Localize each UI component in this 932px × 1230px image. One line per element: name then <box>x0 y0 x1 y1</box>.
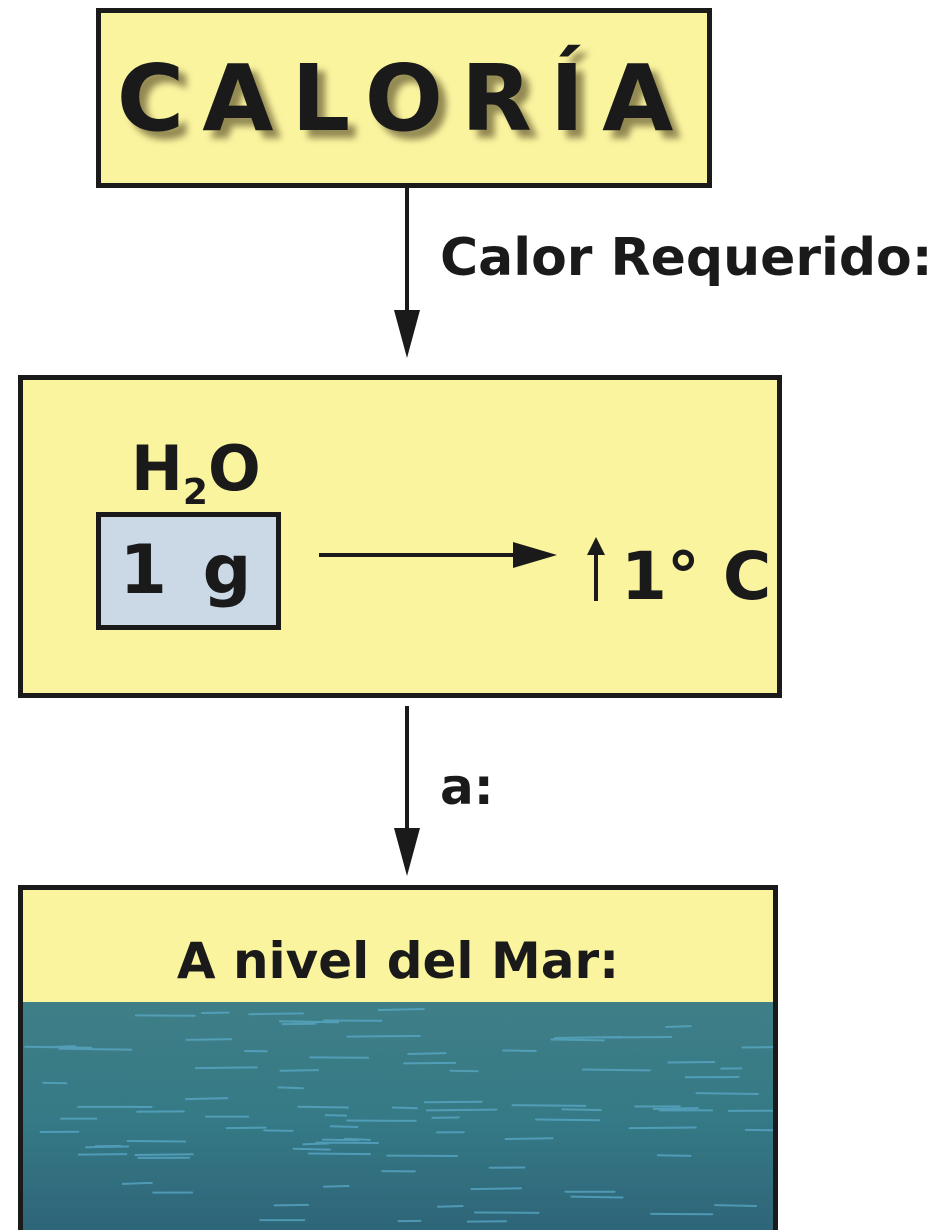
wave-streak <box>696 1093 757 1094</box>
wave-streak <box>347 1036 420 1037</box>
process-box: H2O 1 g 1° C <box>18 375 782 698</box>
heat-required-label: Calor Requerido: <box>440 232 932 284</box>
wave-streak <box>551 1039 603 1040</box>
wave-streak <box>25 1047 91 1048</box>
wave-streak <box>298 1107 348 1108</box>
wave-streak <box>571 1197 622 1198</box>
temperature-rise: 1° C <box>621 544 771 610</box>
increase-arrow-icon <box>582 537 610 601</box>
wave-streak <box>264 1130 292 1131</box>
wave-streak <box>629 1127 695 1128</box>
wave-streak <box>324 1186 349 1187</box>
wave-streak <box>274 1205 308 1206</box>
wave-streak <box>432 1117 458 1118</box>
title-text: CALORÍA <box>101 53 707 145</box>
wave-streak <box>438 1206 463 1207</box>
wave-streak <box>345 1139 370 1140</box>
wave-streak <box>668 1062 714 1063</box>
wave-streak <box>393 1108 417 1109</box>
wave-streak <box>303 1144 328 1145</box>
wave-streak <box>309 1154 370 1155</box>
mass-box: 1 g <box>96 512 281 630</box>
sea-level-box: A nivel del Mar: <box>18 885 778 1230</box>
wave-streak <box>555 1037 622 1038</box>
wave-streak <box>79 1154 126 1155</box>
wave-streak <box>249 1013 303 1014</box>
wave-streak <box>512 1105 585 1106</box>
wave-streak <box>743 1047 773 1048</box>
wave-streak <box>715 1205 756 1206</box>
wave-streak <box>654 1108 698 1109</box>
wave-streak <box>471 1188 521 1189</box>
wave-streak <box>379 1009 424 1010</box>
wave-streak <box>666 1026 691 1027</box>
sea-level-label: A nivel del Mar: <box>23 936 773 986</box>
title-box: CALORÍA <box>96 8 712 188</box>
wave-streak <box>136 1154 193 1155</box>
wave-streak <box>583 1069 650 1070</box>
wave-streak <box>280 1070 318 1071</box>
wave-streak <box>331 1126 358 1127</box>
wave-streak <box>186 1039 231 1040</box>
wave-streak <box>408 1053 445 1054</box>
wave-streak <box>60 1049 132 1050</box>
wave-streak <box>427 1110 497 1111</box>
right-arrow <box>319 538 559 572</box>
condition-label: a: <box>440 762 494 812</box>
mass-value: 1 g <box>101 537 276 605</box>
wave-streak <box>294 1149 330 1150</box>
wave-streak <box>280 1021 319 1022</box>
wave-streak <box>196 1067 257 1068</box>
wave-streak <box>123 1183 152 1184</box>
wave-streak <box>186 1098 227 1099</box>
down-arrow-1 <box>390 188 430 360</box>
wave-streak <box>505 1138 552 1139</box>
sea-water-image <box>23 1002 773 1230</box>
down-arrow-2 <box>390 706 430 878</box>
wave-streak <box>404 1063 455 1064</box>
wave-streak <box>562 1109 601 1110</box>
water-formula: H2O <box>131 438 261 511</box>
wave-streak <box>746 1130 773 1131</box>
wave-streak <box>227 1128 266 1129</box>
wave-streak <box>326 1115 346 1116</box>
wave-streak <box>658 1155 691 1156</box>
wave-streak <box>536 1119 599 1120</box>
wave-streak <box>279 1087 303 1088</box>
